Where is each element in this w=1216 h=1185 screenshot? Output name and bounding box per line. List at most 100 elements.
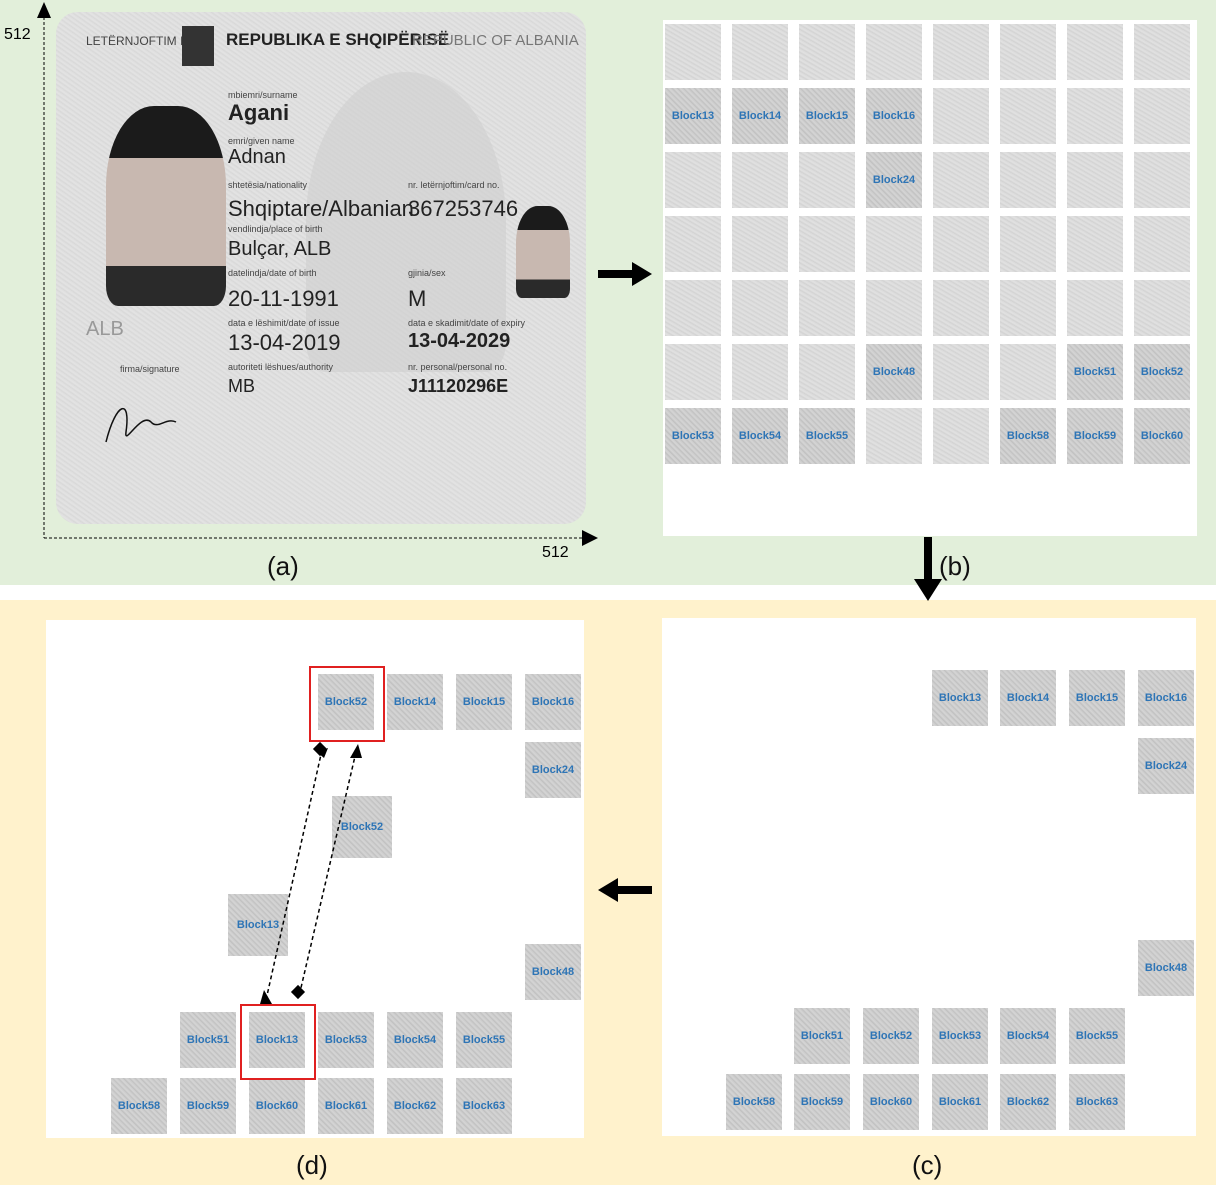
- card-fragment: [933, 344, 989, 400]
- card-fragment: [1134, 88, 1190, 144]
- block-block48: Block48: [1138, 940, 1194, 996]
- card-fragment: [866, 408, 922, 464]
- block-55: Block55: [799, 408, 855, 464]
- nationality-value: Shqiptare/Albanian: [228, 196, 414, 221]
- card-fragment: [1000, 152, 1056, 208]
- given-name-value: Adnan: [228, 146, 286, 168]
- block-label: Block63: [462, 1100, 506, 1112]
- block-16: Block16: [866, 88, 922, 144]
- block-block51: Block51: [794, 1008, 850, 1064]
- card-fragment: [933, 152, 989, 208]
- block-block14: Block14: [1000, 670, 1056, 726]
- card-fragment: [799, 24, 855, 80]
- y-axis-max-label: 512: [4, 26, 31, 43]
- block-label: Block16: [531, 696, 575, 708]
- x-axis-max-label: 512: [542, 544, 569, 561]
- block-block24: Block24: [1138, 738, 1194, 794]
- swap-highlight-box: [309, 666, 385, 742]
- block-label: Block60: [1140, 430, 1184, 442]
- surname-label: mbiemri/surname: [228, 90, 298, 100]
- block-label: Block15: [462, 696, 506, 708]
- arrow-left-icon: [598, 878, 652, 902]
- card-fragment: [1067, 280, 1123, 336]
- block-block15: Block15: [456, 674, 512, 730]
- block-block63: Block63: [456, 1078, 512, 1134]
- block-label: Block16: [872, 110, 916, 122]
- card-fragment: [732, 216, 788, 272]
- block-label: Block60: [255, 1100, 299, 1112]
- card-fragment: [799, 216, 855, 272]
- block-label: Block54: [1006, 1030, 1050, 1042]
- block-label: Block13: [671, 110, 715, 122]
- nationality-label: shtetësia/nationality: [228, 180, 308, 190]
- signature-scribble: [105, 408, 177, 443]
- block-block53: Block53: [932, 1008, 988, 1064]
- block-52: Block52: [1134, 344, 1190, 400]
- block-label: Block51: [800, 1030, 844, 1042]
- card-header-mid: REPUBLIKA E SHQIPËRISË: [226, 30, 450, 49]
- block-label: Block14: [393, 696, 437, 708]
- block-block16: Block16: [1138, 670, 1194, 726]
- dob-label: datelindja/date of birth: [228, 268, 317, 278]
- portrait-photo: [106, 106, 226, 306]
- block-block55: Block55: [456, 1012, 512, 1068]
- block-label: Block58: [1006, 430, 1050, 442]
- card-fragment: [1134, 216, 1190, 272]
- block-label: Block61: [938, 1096, 982, 1108]
- block-block53: Block53: [318, 1012, 374, 1068]
- eagle-emblem: [306, 72, 506, 372]
- block-label: Block24: [872, 174, 916, 186]
- block-block24: Block24: [525, 742, 581, 798]
- block-label: Block55: [462, 1034, 506, 1046]
- block-label: Block52: [1140, 366, 1184, 378]
- caption-b: (b): [939, 551, 971, 581]
- block-block54: Block54: [387, 1012, 443, 1068]
- block-label: Block48: [531, 966, 575, 978]
- ghost-photo: [516, 206, 570, 298]
- card-fragment: [1067, 152, 1123, 208]
- signature-label: firma/signature: [120, 364, 180, 374]
- authority-value: MB: [228, 376, 255, 396]
- card-fragment: [732, 24, 788, 80]
- card-fragment: [665, 344, 721, 400]
- block-label: Block53: [324, 1034, 368, 1046]
- block-block16: Block16: [525, 674, 581, 730]
- block-label: Block52: [340, 821, 384, 833]
- block-13: Block13: [665, 88, 721, 144]
- block-block60: Block60: [863, 1074, 919, 1130]
- card-fragment: [866, 280, 922, 336]
- card-fragment: [933, 88, 989, 144]
- block-label: Block61: [324, 1100, 368, 1112]
- card-fragment: [665, 280, 721, 336]
- block-label: Block59: [800, 1096, 844, 1108]
- block-block61: Block61: [932, 1074, 988, 1130]
- block-label: Block16: [1144, 692, 1188, 704]
- block-block51: Block51: [180, 1012, 236, 1068]
- block-24: Block24: [866, 152, 922, 208]
- block-label: Block52: [869, 1030, 913, 1042]
- block-label: Block55: [805, 430, 849, 442]
- issue-value: 13-04-2019: [228, 330, 341, 355]
- card-header-right: REPUBLIC OF ALBANIA: [412, 32, 579, 49]
- swap-highlight-box: [240, 1004, 316, 1080]
- block-label: Block58: [117, 1100, 161, 1112]
- card-fragment: [1000, 344, 1056, 400]
- given-name-label: emri/given name: [228, 136, 295, 146]
- card-header-left: LETËRNJOFTIM ID: [86, 34, 193, 48]
- card-fragment: [933, 24, 989, 80]
- caption-a: (a): [267, 551, 299, 581]
- block-block59: Block59: [794, 1074, 850, 1130]
- block-label: Block59: [1073, 430, 1117, 442]
- block-51: Block51: [1067, 344, 1123, 400]
- card-no-label: nr. letërnjoftim/card no.: [408, 180, 500, 190]
- block-block13: Block13: [249, 1012, 305, 1068]
- block-14: Block14: [732, 88, 788, 144]
- block-block48: Block48: [525, 944, 581, 1000]
- block-label: Block59: [186, 1100, 230, 1112]
- block-label: Block13: [255, 1034, 299, 1046]
- card-fragment: [933, 216, 989, 272]
- card-fragment: [732, 280, 788, 336]
- block-block54: Block54: [1000, 1008, 1056, 1064]
